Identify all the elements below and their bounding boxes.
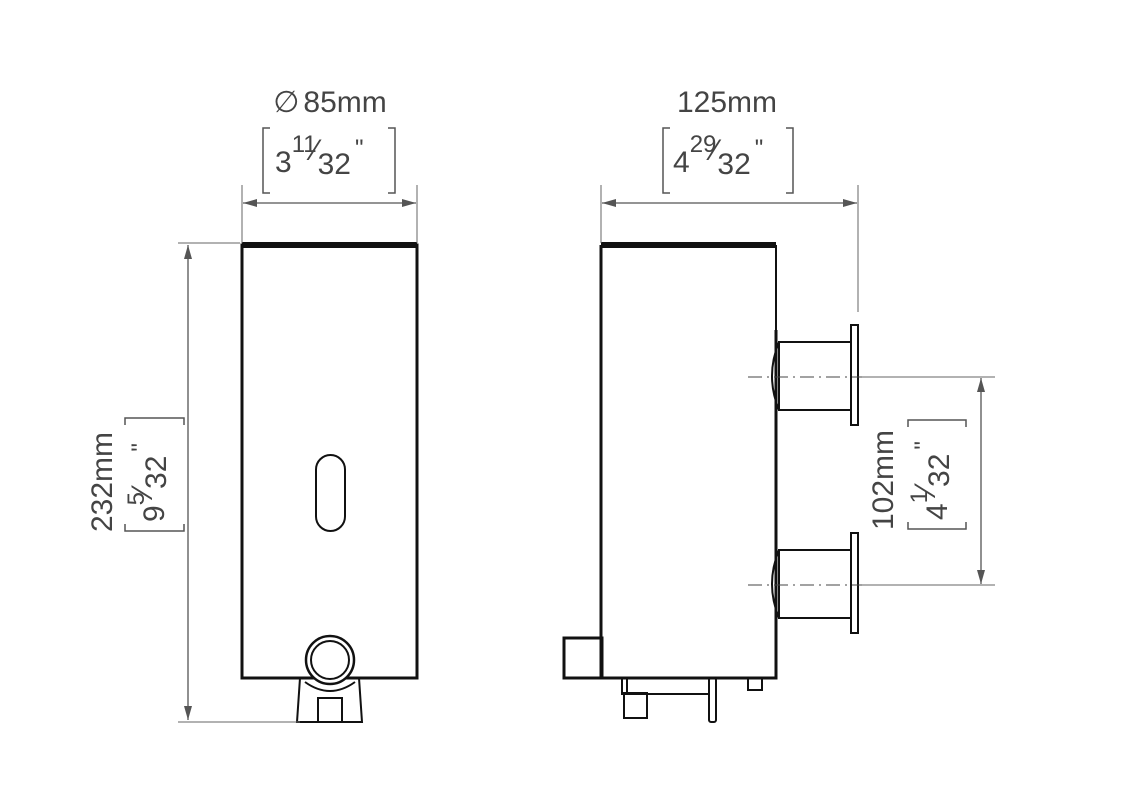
- bracket: [662, 127, 794, 194]
- wall-bracket-lower: [771, 532, 859, 634]
- front-view: ∅85mm 311⁄32" 232mm 95⁄32": [86, 86, 419, 723]
- spacing-metric-label: 102mm: [867, 430, 900, 530]
- dispenser-body-side: [599, 245, 778, 680]
- pump-nozzle-side: [562, 636, 763, 723]
- height-imperial-label: 95⁄32": [123, 443, 173, 522]
- spacing-imperial-label: 41⁄32": [906, 441, 956, 520]
- side-view: 125mm 429⁄32" 102mm 41⁄32": [562, 86, 995, 723]
- width-imperial-label: 311⁄32": [275, 131, 364, 181]
- bracket: [262, 127, 396, 194]
- depth-imperial-label: 429⁄32": [673, 131, 763, 181]
- depth-metric-label: 125mm: [677, 86, 777, 119]
- height-metric-label: 232mm: [86, 432, 119, 532]
- bracket: [124, 417, 185, 532]
- pump-nozzle-front: [295, 634, 364, 723]
- width-metric-label: ∅85mm: [273, 86, 387, 119]
- bracket: [907, 419, 967, 530]
- wall-bracket-upper: [771, 324, 859, 426]
- dispenser-body-front: [240, 243, 419, 680]
- level-window: [315, 454, 346, 532]
